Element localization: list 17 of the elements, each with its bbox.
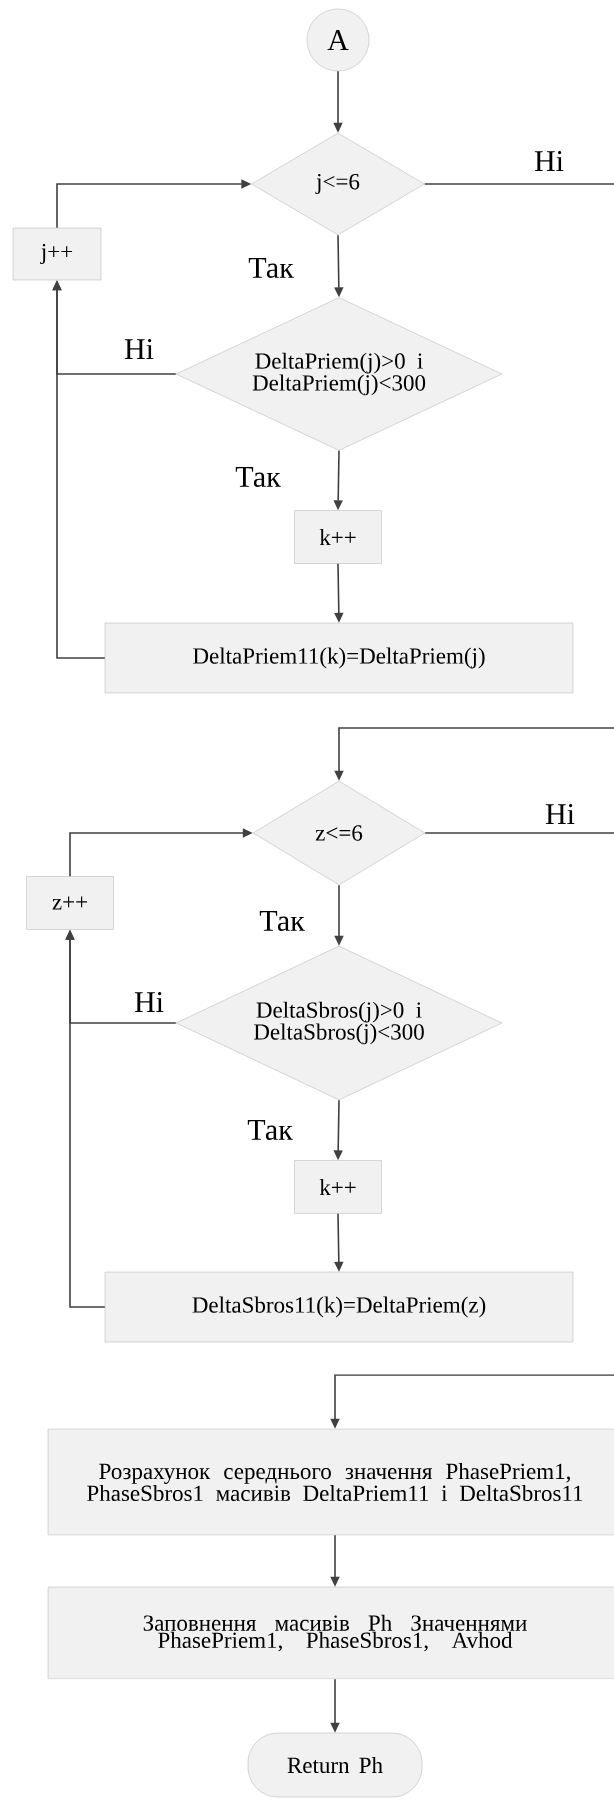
process-box: z++ xyxy=(26,876,114,930)
process-box: DeltaSbros11(k)=DeltaPriem(z) xyxy=(104,1271,574,1343)
edge-label: Ні xyxy=(123,338,155,360)
edge-label: Ні xyxy=(544,803,576,825)
edge-label: Так xyxy=(246,1119,294,1141)
edge-label: Так xyxy=(234,466,282,488)
process-box: DeltaPriem11(k)=DeltaPriem(j) xyxy=(104,622,574,694)
process-box: k++ xyxy=(294,510,382,564)
edge-label: Так xyxy=(258,910,306,932)
edge-label: Так xyxy=(247,257,295,279)
process-box: Заповнення масивів Ph Значеннями PhasePriem1, PhaseSbros1, Avhod xyxy=(47,1586,614,1680)
terminal-box: Return Ph xyxy=(247,1732,423,1798)
process-box: Розрахунок середнього значення PhasePriem1, PhaseSbros1 масивів DeltaPriem11 і DeltaSbros11 xyxy=(47,1428,614,1536)
edge-label: Ні xyxy=(533,150,565,172)
process-box: j++ xyxy=(12,227,102,281)
process-box: k++ xyxy=(294,1160,382,1214)
edge-label: Ні xyxy=(133,991,165,1013)
